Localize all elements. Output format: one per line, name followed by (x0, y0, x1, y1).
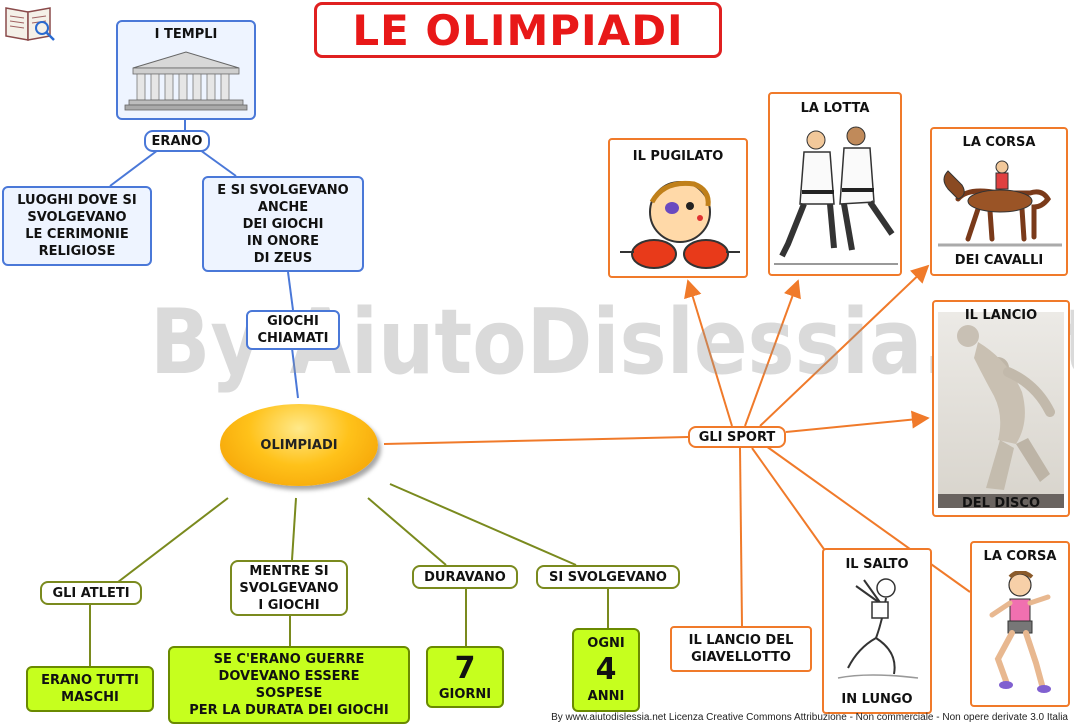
node-luoghi: LUOGHI DOVE SI SVOLGEVANO LE CERIMONIE RELI… (2, 186, 152, 266)
zeus-line-1: E SI SVOLGEVANO (217, 182, 349, 198)
zeus-line-2: ANCHE (257, 199, 309, 215)
chiamati-line-2: CHIAMATI (257, 331, 329, 346)
mentre-line-3: I GIOCHI (258, 597, 320, 613)
zeus-line-4: IN ONORE (246, 233, 320, 249)
node-gli-atleti: GLI ATLETI (40, 581, 142, 605)
mentre-line-2: SVOLGEVANO (239, 580, 339, 596)
node-si-svolgevano: SI SVOLGEVANO (536, 565, 680, 589)
zeus-line-3: DEI GIOCHI (242, 216, 324, 232)
node-duravano: DURAVANO (412, 565, 518, 589)
guerre-line-1: SE C'ERANO GUERRE (213, 652, 365, 667)
node-guerre: SE C'ERANO GUERRE DOVEVANO ESSERE SOSPESE P… (168, 646, 410, 724)
node-erano: ERANO (144, 130, 210, 152)
node-giavellotto: IL LANCIO DEL GIAVELLOTTO (670, 626, 812, 672)
guerre-line-4: PER LA DURATA DEI GIOCHI (189, 703, 389, 718)
anni-label: ANNI (587, 689, 625, 704)
anni-ogni: OGNI (587, 636, 625, 651)
node-templi-label: I TEMPLI (154, 27, 218, 42)
guerre-line-3: SOSPESE (255, 686, 323, 701)
luoghi-line-3: LE CERIMONIE (25, 227, 129, 242)
giorni-number: 7 (454, 650, 476, 686)
discus-photo (938, 312, 1064, 508)
node-erano-maschi: ERANO TUTTI MASCHI (26, 666, 154, 712)
horse-rider-icon (938, 160, 1062, 247)
chiamati-line-1: GIOCHI (267, 314, 319, 329)
license-footer: By www.aiutodislessia.net Licenza Creati… (551, 712, 1068, 723)
la-corsa-label: LA CORSA (983, 549, 1057, 564)
boxer-icon (620, 180, 740, 269)
node-giochi-chiamati: GIOCHI CHIAMATI (246, 310, 340, 350)
node-giorni: 7 GIORNI (426, 646, 504, 708)
temple-icon (124, 51, 248, 111)
giavellotto-line-1: IL LANCIO DEL (688, 633, 794, 648)
node-anni: OGNI 4 ANNI (572, 628, 640, 712)
node-lancio-disco: IL LANCIO DEL DISCO (932, 300, 1070, 517)
node-la-corsa: LA CORSA (970, 541, 1070, 707)
salto-label-bottom: IN LUNGO (841, 692, 913, 707)
maschi-line-1: ERANO TUTTI (41, 673, 139, 688)
giavellotto-line-2: GIAVELLOTTO (691, 650, 791, 665)
node-olimpiadi: OLIMPIADI (220, 404, 378, 486)
node-salto-lungo: IL SALTO IN LUNGO (822, 548, 932, 714)
long-jumper-icon (837, 578, 919, 679)
maschi-line-2: MASCHI (61, 690, 119, 705)
mentre-line-1: MENTRE SI (249, 563, 329, 579)
node-templi: I TEMPLI (116, 20, 256, 120)
lotta-label: LA LOTTA (800, 101, 870, 116)
wrestlers-icon (774, 126, 898, 265)
page-title: LE OLIMPIADI (352, 5, 684, 55)
book-logo-icon (2, 2, 56, 44)
discobolus-icon (938, 325, 1064, 508)
runner-icon (989, 571, 1051, 693)
lancio-disco-label-bottom: DEL DISCO (961, 496, 1041, 511)
title-box: LE OLIMPIADI (314, 2, 722, 58)
node-pugilato: IL PUGILATO (608, 138, 748, 278)
luoghi-line-2: SVOLGEVANO (27, 210, 127, 225)
node-gli-sport: GLI SPORT (688, 426, 786, 448)
salto-label-top: IL SALTO (845, 557, 909, 572)
anni-number: 4 (595, 652, 617, 687)
pugilato-label: IL PUGILATO (632, 149, 724, 164)
node-corsa-cavalli: LA CORSA DEI CAVALLI (930, 127, 1068, 276)
corsa-cavalli-label-bottom: DEI CAVALLI (954, 253, 1044, 268)
corsa-cavalli-label-top: LA CORSA (962, 135, 1036, 150)
zeus-line-5: DI ZEUS (253, 250, 313, 266)
node-lotta: LA LOTTA (768, 92, 902, 276)
luoghi-line-4: RELIGIOSE (38, 244, 116, 259)
guerre-line-2: DOVEVANO ESSERE (218, 669, 360, 684)
giorni-label: GIORNI (438, 686, 492, 702)
lancio-disco-label-top: IL LANCIO (964, 308, 1038, 323)
luoghi-line-1: LUOGHI DOVE SI (17, 193, 137, 208)
